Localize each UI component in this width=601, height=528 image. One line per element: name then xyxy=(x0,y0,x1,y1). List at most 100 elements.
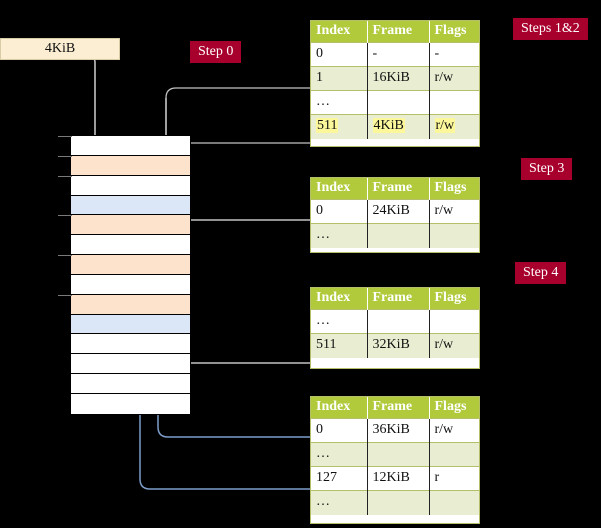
table-row: … xyxy=(311,490,479,515)
cell-flags: r/w xyxy=(429,199,479,224)
cell-flags xyxy=(429,309,479,334)
cell-frame: 24KiB xyxy=(367,199,430,224)
memory-frame-0 xyxy=(71,136,190,156)
cell-frame: 12KiB xyxy=(367,466,430,491)
badge-step-0: Step 0 xyxy=(190,41,242,63)
highlighted-value: 4KiB xyxy=(372,118,405,134)
column-header-index: Index xyxy=(311,178,368,200)
cell-frame: 36KiB xyxy=(367,418,430,443)
memory-tick-1 xyxy=(58,155,72,157)
cell-frame xyxy=(367,309,430,334)
cell-flags: r xyxy=(429,466,479,491)
memory-tick-0 xyxy=(58,136,72,137)
column-header-flags: Flags xyxy=(429,288,479,310)
wire-step4 xyxy=(173,301,311,364)
column-header-index: Index xyxy=(311,288,368,310)
cell-index: 511 xyxy=(311,333,368,358)
cell-index: … xyxy=(311,442,368,467)
column-header-flags: Flags xyxy=(429,178,479,200)
table-row: 0-- xyxy=(311,42,479,67)
memory-frame-1 xyxy=(71,155,190,176)
memory-tick-4 xyxy=(58,255,72,257)
cell-flags xyxy=(429,223,479,248)
cell-frame: 16KiB xyxy=(367,66,430,91)
cell-index: … xyxy=(311,490,368,515)
cell-index: 0 xyxy=(311,42,368,67)
memory-frame-12 xyxy=(71,374,190,394)
memory-frame-13 xyxy=(71,393,190,414)
cell-frame xyxy=(367,442,430,467)
memory-frame-5 xyxy=(71,235,190,256)
cell-index: … xyxy=(311,309,368,334)
memory-frame-4 xyxy=(71,215,190,236)
badge-step-0-label: Step 0 xyxy=(198,44,234,59)
memory-frame-6 xyxy=(71,255,190,275)
table-row: … xyxy=(311,90,479,115)
memory-frame-2 xyxy=(71,175,190,196)
wire-step2 xyxy=(175,142,311,159)
cell-frame xyxy=(367,90,430,115)
cell-flags: - xyxy=(429,42,479,67)
wire-step3 xyxy=(179,219,311,273)
column-header-flags: Flags xyxy=(429,21,479,43)
cell-index: 0 xyxy=(311,418,368,443)
memory-tick-2 xyxy=(58,175,72,177)
badge-steps-1-2-label: Steps 1&2 xyxy=(521,21,580,36)
cell-frame: - xyxy=(367,42,430,67)
cell-flags: r/w xyxy=(429,114,479,139)
badge-step-4-label: Step 4 xyxy=(523,265,559,280)
memory-frame-11 xyxy=(71,354,190,375)
highlighted-value: 511 xyxy=(316,118,339,134)
table-row: … xyxy=(311,309,479,334)
memory-tick-5 xyxy=(58,294,72,296)
cell-index: … xyxy=(311,90,368,115)
physical-memory-column xyxy=(70,135,191,415)
memory-frame-8 xyxy=(71,294,190,315)
highlighted-value: r/w xyxy=(434,118,456,134)
memory-frame-7 xyxy=(71,274,190,295)
cell-frame xyxy=(367,490,430,515)
badge-step-3: Step 3 xyxy=(521,158,573,180)
cell-flags: r/w xyxy=(429,333,479,358)
column-header-frame: Frame xyxy=(367,178,430,200)
cell-flags xyxy=(429,90,479,115)
source-frame-label: 4KiB xyxy=(44,41,76,56)
cell-flags xyxy=(429,442,479,467)
column-header-index: Index xyxy=(311,397,368,419)
cell-flags xyxy=(429,490,479,515)
table-row: 511 4KiB r/w xyxy=(311,114,479,139)
column-header-index: Index xyxy=(311,21,368,43)
column-header-frame: Frame xyxy=(367,397,430,419)
column-header-frame: Frame xyxy=(367,21,430,43)
table-row: … xyxy=(311,442,479,467)
badge-step-4: Step 4 xyxy=(515,262,567,284)
column-header-flags: Flags xyxy=(429,397,479,419)
cell-index: 511 xyxy=(311,114,368,139)
memory-tick-3 xyxy=(58,215,72,217)
memory-frame-9 xyxy=(71,314,190,335)
source-frame-box: 4KiB xyxy=(0,38,120,60)
memory-frame-3 xyxy=(71,195,190,216)
memory-frame-10 xyxy=(71,334,190,355)
badge-steps-1-2: Steps 1&2 xyxy=(513,18,588,40)
column-header-frame: Frame xyxy=(367,288,430,310)
badge-step-3-label: Step 3 xyxy=(529,161,565,176)
cell-frame: 32KiB xyxy=(367,333,430,358)
cell-index: … xyxy=(311,223,368,248)
cell-index: 1 xyxy=(311,66,368,91)
cell-flags: r/w xyxy=(429,418,479,443)
cell-index: 0 xyxy=(311,199,368,224)
table-row: … xyxy=(311,223,479,248)
cell-flags: r/w xyxy=(429,66,479,91)
cell-frame xyxy=(367,223,430,248)
